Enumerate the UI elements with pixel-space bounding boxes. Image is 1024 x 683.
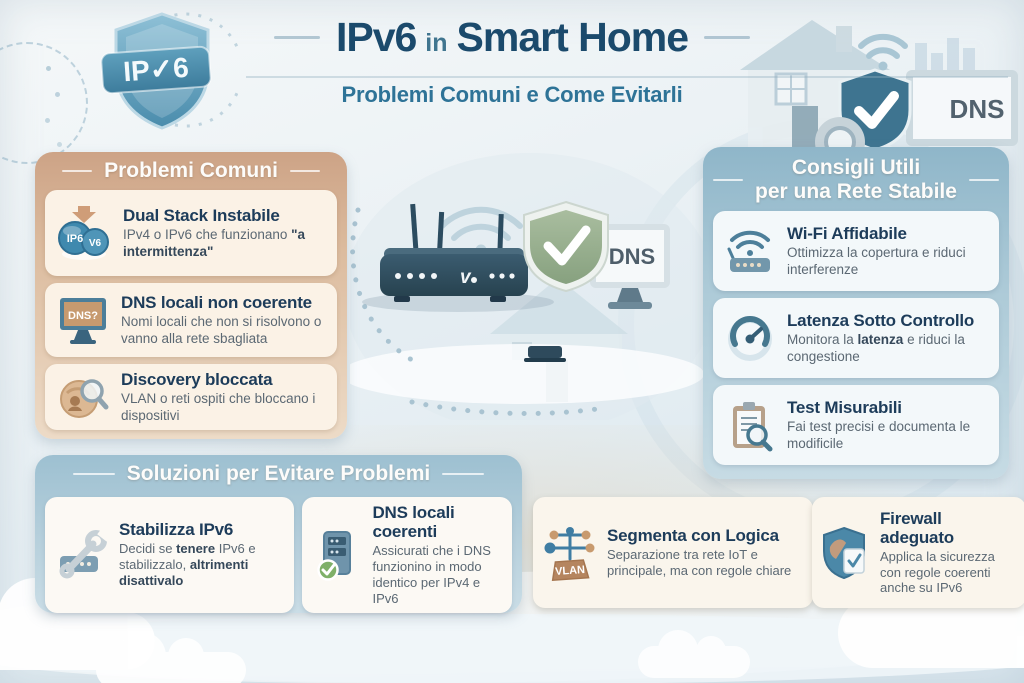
title-dash-right: [704, 36, 751, 39]
center-scene: v DNS: [350, 153, 712, 420]
card-title: Segmenta con Logica: [607, 526, 779, 546]
problem-card-dns-locali: DNS? DNS locali non coerente Nomi locali…: [45, 283, 337, 357]
dns-question-monitor-icon: DNS?: [60, 298, 106, 344]
dns-server-check-icon: [317, 530, 352, 581]
vlan-tree-icon: VLAN: [544, 526, 595, 581]
router-shadow: [362, 292, 554, 312]
platform-decor: [350, 344, 704, 404]
green-shield-check-icon: [523, 200, 609, 293]
title-dash-left: [273, 36, 320, 39]
card-title: Latenza Sotto Controllo: [787, 311, 975, 331]
card-body: Fai test precisi e documenta le modifici…: [787, 419, 971, 451]
problems-panel-header: Problemi Comuni: [35, 152, 347, 190]
svg-text:v: v: [460, 267, 472, 288]
solution-card-dns-coerenti: DNS locali coerenti Assicurati che i DNS…: [302, 497, 512, 613]
solution-card-stabilizza: Stabilizza IPv6 Decidi se tenere IPv6 e …: [45, 497, 295, 613]
header-dash: [72, 473, 115, 475]
card-title: Stabilizza IPv6: [119, 520, 234, 540]
svg-text:VLAN: VLAN: [555, 563, 586, 577]
top-right-scene: DNS: [740, 20, 1018, 160]
svg-text:IP6: IP6: [67, 233, 84, 245]
problem-card-discovery: Discovery bloccata VLAN o reti ospiti ch…: [45, 364, 337, 430]
wifi-router-icon: [727, 230, 770, 273]
card-body: Assicurati che i DNS funzionino in modo …: [372, 543, 491, 606]
card-body: VLAN o reti ospiti che bloccano i dispos…: [121, 391, 316, 423]
solution-card-firewall: Firewall adeguato Applica la sicurezza c…: [812, 497, 1024, 608]
card-body: Separazione tra rete IoT e principale, m…: [607, 547, 792, 579]
card-title: DNS locali non coerente: [121, 293, 312, 313]
monitor-dns-icon: DNS: [590, 224, 670, 309]
card-title: DNS locali coerenti: [372, 503, 455, 542]
router-icon: v: [380, 203, 528, 302]
card-title: Firewall adeguato: [880, 508, 954, 547]
problem-card-dual-stack: IP6 V6 Dual Stack Instabile IPv4 o IPv6 …: [45, 190, 337, 276]
svg-text:DNS: DNS: [609, 244, 655, 269]
monitor-dns-icon: DNS: [906, 70, 1018, 146]
cloud-decor: [838, 556, 1024, 668]
solutions-panel-header: Soluzioni per Evitare Problemi: [35, 455, 522, 493]
card-body: Applica la sicurezza con regole coerenti…: [880, 548, 995, 596]
wifi-icon: [858, 33, 908, 71]
tips-panel-header: Consigli Utili per una Rete Stabile: [703, 147, 1009, 203]
card-body: Ottimizza la copertura e riduci interfer…: [787, 245, 966, 277]
svg-text:V6: V6: [89, 238, 102, 249]
firewall-shield-icon: [823, 526, 865, 579]
card-body: Monitora la latenza e riduci la congesti…: [787, 332, 965, 364]
card-title: Discovery bloccata: [121, 370, 273, 390]
card-title: Test Misurabili: [787, 398, 902, 418]
solutions-panel-title: Soluzioni per Evitare Problemi: [126, 462, 431, 485]
problems-panel-title: Problemi Comuni: [104, 159, 278, 182]
solution-card-segmenta: VLAN Segmenta con Logica Separazione tra…: [533, 497, 813, 608]
svg-text:DNS?: DNS?: [68, 310, 98, 322]
card-body: IPv4 o IPv6 che funzionano "a intermitte…: [123, 227, 306, 259]
header-dash: [442, 473, 485, 475]
header-divider: [246, 76, 1008, 78]
tips-panel-title: Consigli Utili per una Rete Stabile: [755, 156, 957, 203]
ipv6-shield-icon: IP✓6: [100, 12, 238, 130]
wrench-router-icon: [59, 527, 109, 579]
header-dash: [713, 178, 744, 181]
mini-laptop-decor: [524, 346, 566, 362]
cloud-decor: [638, 630, 750, 678]
tip-card-latenza: Latenza Sotto Controllo Monitora la late…: [713, 298, 999, 379]
vlan-tag: VLAN: [551, 558, 590, 581]
header-dash: [62, 170, 93, 172]
solutions-panel: Soluzioni per Evitare Problemi Stabilizz…: [35, 455, 522, 613]
dot-trail-decor: [46, 66, 51, 71]
card-title: Dual Stack Instabile: [123, 206, 280, 226]
gauge-icon: [728, 316, 772, 362]
tips-panel: Consigli Utili per una Rete Stabile: [703, 147, 1009, 479]
card-body: Nomi locali che non si risolvono o vanno…: [121, 314, 322, 346]
cloud-decor: [96, 632, 246, 683]
problems-panel: Problemi Comuni IP6 V6 Dual Stack Instab…: [35, 152, 347, 439]
card-title: Wi-Fi Affidabile: [787, 224, 907, 244]
header-dash: [968, 178, 999, 181]
discovery-magnifier-icon: [60, 379, 109, 418]
svg-text:IP✓6: IP✓6: [122, 52, 190, 87]
badge-label: IP✓6: [100, 45, 212, 95]
clipboard-magnifier-icon: [733, 402, 773, 452]
card-body: Decidi se tenere IPv6 e stabilizzalo, al…: [119, 541, 256, 589]
header-dash: [289, 170, 320, 172]
dual-stack-icon: IP6 V6: [58, 206, 109, 260]
tip-card-wifi: Wi-Fi Affidabile Ottimizza la copertura …: [713, 211, 999, 292]
tip-card-test: Test Misurabili Fai test precisi e docum…: [713, 385, 999, 466]
page-subtitle: Problemi Comuni e Come Evitarli: [341, 82, 683, 107]
svg-text:DNS: DNS: [950, 94, 1005, 124]
dotted-curve-decor: [350, 207, 607, 417]
